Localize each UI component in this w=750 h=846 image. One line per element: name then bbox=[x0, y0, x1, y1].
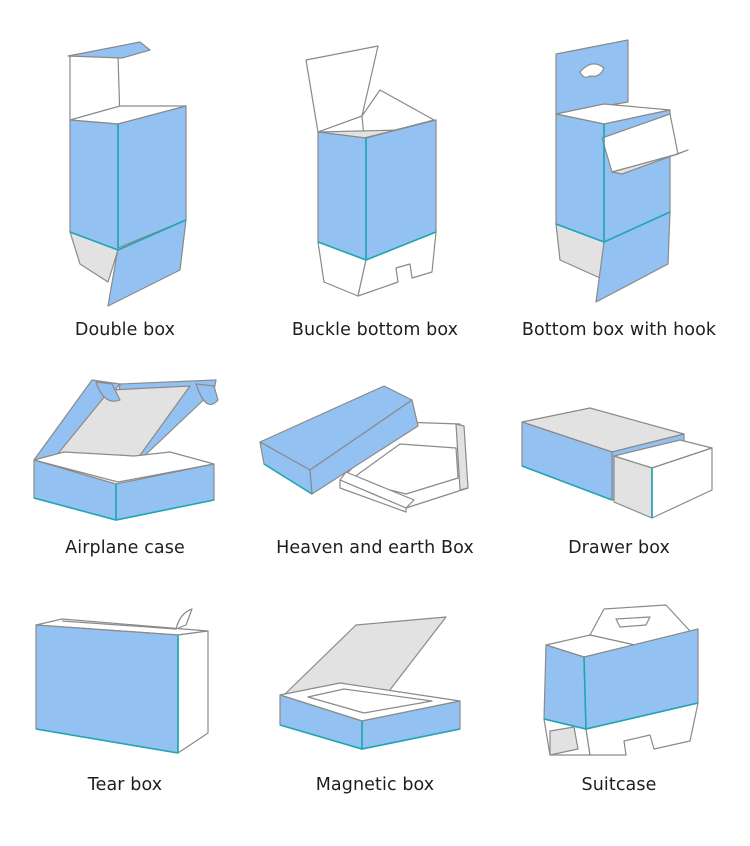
airplane-case-illustration bbox=[33, 379, 219, 521]
box-label-drawer-box: Drawer box bbox=[568, 538, 670, 558]
magnetic-box-illustration bbox=[279, 616, 461, 750]
box-label-heaven-and-earth-box: Heaven and earth Box bbox=[276, 538, 474, 558]
tear-box-illustration bbox=[35, 608, 209, 754]
box-label-magnetic-box: Magnetic box bbox=[315, 775, 435, 795]
suitcase-illustration bbox=[543, 604, 699, 756]
buckle-bottom-box-illustration bbox=[305, 45, 437, 297]
bottom-box-with-hook-illustration bbox=[555, 39, 689, 303]
box-label-tear-box: Tear box bbox=[87, 775, 163, 795]
double-box-illustration bbox=[67, 41, 187, 307]
box-label-bottom-box-with-hook: Bottom box with hook bbox=[521, 320, 717, 340]
box-label-airplane-case: Airplane case bbox=[65, 538, 185, 558]
heaven-and-earth-box-illustration bbox=[259, 385, 469, 513]
box-label-suitcase: Suitcase bbox=[581, 775, 657, 795]
drawer-box-illustration bbox=[521, 407, 713, 519]
box-label-buckle-bottom-box: Buckle bottom box bbox=[291, 320, 459, 340]
box-label-double-box: Double box bbox=[74, 320, 176, 340]
